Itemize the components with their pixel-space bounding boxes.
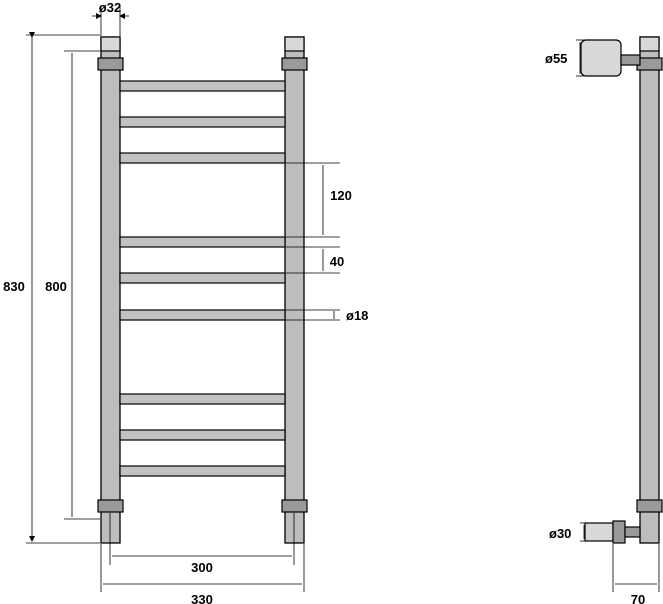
overall-height-label: 830 [3,279,25,294]
bar-7 [119,393,286,405]
tube-diameter-label: ø32 [99,0,121,15]
top-left-fitting [97,57,124,71]
bar-5 [119,272,286,284]
top-right-fitting [281,57,308,71]
wall-bracket-arm [620,54,641,66]
group-gap-label: 120 [330,188,352,203]
left-tube [100,36,121,544]
front-view [97,36,308,544]
wall-offset-label: 70 [631,592,645,604]
side-top-fitting [636,57,663,71]
bottom-connection [584,522,614,542]
bar-1 [119,80,286,92]
bottom-connection-diameter-label: ø30 [549,526,571,541]
right-tube-cap [284,36,305,52]
side-view [580,36,663,544]
mount-width-label: 300 [191,560,213,575]
bar-6 [119,309,286,321]
bottom-right-fitting [281,499,308,513]
bar-9 [119,465,286,477]
bar-3 [119,152,286,164]
bar-4 [119,236,286,248]
wall-bracket [580,39,622,77]
left-tube-cap [100,36,121,52]
right-tube [284,36,305,544]
bar-2 [119,116,286,128]
wall-mount-diameter-label: ø55 [545,51,567,66]
side-tube-cap [639,36,660,52]
front-dimensions: ø32 830 800 120 40 ø18 300 [3,0,368,604]
side-bottom-fitting [636,499,663,513]
mount-height-label: 800 [45,279,67,294]
bar-diameter-label: ø18 [346,308,368,323]
bottom-left-fitting [97,499,124,513]
side-dimensions: ø55 ø30 70 [545,39,660,604]
overall-width-label: 330 [191,592,213,604]
side-tube [639,36,660,544]
bottom-connection-pipe [624,526,641,538]
bar-spacing-label: 40 [330,254,344,269]
bars [119,80,286,477]
bottom-connection-nut [612,520,626,544]
bar-8 [119,429,286,441]
